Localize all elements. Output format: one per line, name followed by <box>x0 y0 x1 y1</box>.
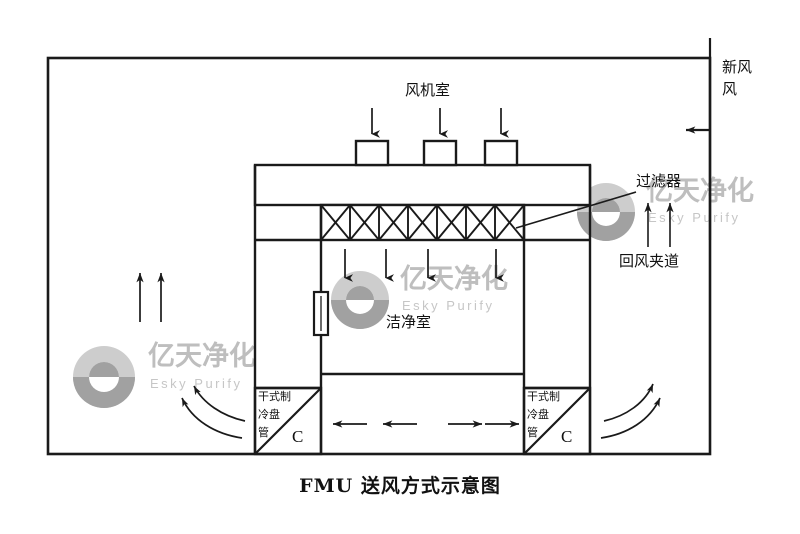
coil-diagonal <box>254 387 322 455</box>
filter-cells <box>320 204 525 241</box>
fan-stack-group <box>354 139 519 167</box>
left-exhaust-arrows <box>136 272 165 322</box>
watermark-en-text: Esky Purify <box>648 210 741 225</box>
right-curved-arrows <box>600 383 661 439</box>
watermark-left: 亿天净化 Esky Purify <box>73 341 256 408</box>
return-passage-arrows <box>644 202 674 247</box>
filter-leader-line <box>515 191 637 229</box>
coil-label-line3: 管 <box>527 425 538 439</box>
cooling-coil-right: 干式制 冷盘 管 C <box>522 386 592 456</box>
fan-stack <box>422 139 458 167</box>
diagram-caption: FMU 送风方式示意图 <box>299 474 501 497</box>
left-curved-arrows <box>181 385 246 439</box>
fresh-air-label: 新风 <box>722 58 752 76</box>
fresh-air-label-2: 风 <box>722 80 737 98</box>
coil-label-line1: 干式制 <box>527 390 560 403</box>
watermark-cn-text: 亿天净化 <box>148 341 256 372</box>
coil-diagonal <box>523 387 591 455</box>
fan-stack <box>483 139 519 167</box>
fan-plenum-box <box>253 163 592 207</box>
watermark-en-text: Esky Purify <box>402 298 495 313</box>
watermark-cn-text: 亿天净化 <box>400 264 508 295</box>
damper-door <box>312 290 330 337</box>
cooling-coil-left: 干式制 冷盘 管 C <box>253 386 323 456</box>
fan-stack <box>354 139 390 167</box>
clean-room-label: 洁净室 <box>386 313 431 331</box>
coil-label-line3: 管 <box>258 425 269 439</box>
supply-air-arrows <box>344 249 504 282</box>
coil-label-line2: 冷盘 <box>258 407 280 421</box>
coil-marker: C <box>292 427 303 446</box>
coil-label-line2: 冷盘 <box>527 407 549 421</box>
coil-marker: C <box>561 427 572 446</box>
watermark-en-text: Esky Purify <box>150 376 243 391</box>
filter-band <box>319 203 526 242</box>
coil-box <box>522 386 592 456</box>
fan-room-label: 风机室 <box>405 81 450 99</box>
watermark-center: 亿天净化 Esky Purify <box>331 264 508 329</box>
fan-intake-arrows <box>371 108 509 138</box>
fresh-air-intake <box>685 38 712 240</box>
outer-enclosure <box>46 56 712 456</box>
coil-box <box>253 386 323 456</box>
return-air-passage-label: 回风夹道 <box>619 252 679 270</box>
watermark-cn-text: 亿天净化 <box>646 176 754 207</box>
watermark-right: 亿天净化 Esky Purify <box>577 176 754 241</box>
coil-label-line1: 干式制 <box>258 390 291 403</box>
filter-label: 过滤器 <box>636 172 681 190</box>
